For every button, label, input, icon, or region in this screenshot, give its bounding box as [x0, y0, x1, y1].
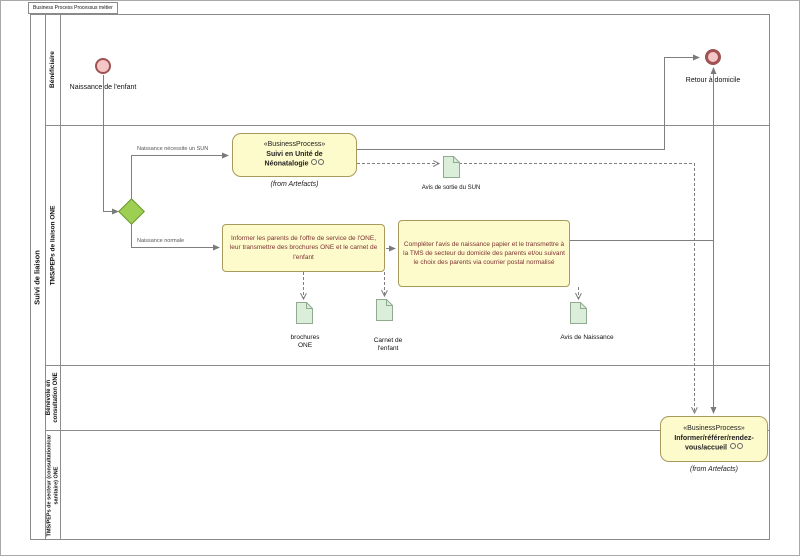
- process-marker-icon: [729, 443, 744, 452]
- task-suivi-sun-stereotype: «BusinessProcess»: [263, 141, 326, 149]
- flow-sun-to-end: [357, 54, 700, 150]
- pool-label: Suivi de liaison: [32, 249, 42, 305]
- end-event-label: Retour à domicile: [685, 77, 741, 84]
- document-icon: [443, 156, 460, 178]
- flow-gateway-to-informer: [131, 222, 220, 251]
- diagram-tab-label: Business Process Processus métier: [33, 5, 113, 11]
- task-suivi-sun-name-row: Suivi en Unité de Néonatalogie: [244, 150, 346, 169]
- start-event-label: Naissance de l'enfant: [69, 84, 137, 91]
- document-brochures[interactable]: [296, 302, 313, 324]
- flow-label-normal: Naissance normale: [137, 238, 185, 244]
- lane-label-benevole: Bénévole en consultation ONE: [45, 372, 59, 423]
- flow-gateway-to-sun: [131, 152, 229, 200]
- document-avis-naissance-label: Avis de Naissance: [560, 334, 614, 341]
- document-icon: [376, 299, 393, 321]
- end-event[interactable]: [705, 49, 721, 65]
- document-avis-naissance[interactable]: [570, 302, 587, 324]
- diagram-tab[interactable]: Business Process Processus métier: [28, 2, 118, 14]
- document-icon: [570, 302, 587, 324]
- lane-label-beneficiaire: Bénéficiaire: [48, 51, 56, 88]
- document-icon: [296, 302, 313, 324]
- task-completer-avis[interactable]: Compléter l'avis de naissance papier et …: [398, 220, 570, 287]
- process-marker-icon: [310, 159, 325, 168]
- document-carnet-label: Carnet de l'enfant: [373, 337, 403, 353]
- flow-completer-to-end: [570, 67, 717, 241]
- task-completer-avis-name: Compléter l'avis de naissance papier et …: [403, 240, 565, 267]
- task-suivi-sun-name: Suivi en Unité de Néonatalogie: [264, 151, 323, 168]
- task-accueil-name-row: Informer/référer/rendez-vous/accueil: [665, 434, 763, 453]
- document-avis-sortie-sun[interactable]: [443, 156, 460, 178]
- start-event[interactable]: [95, 58, 111, 74]
- task-suivi-sun[interactable]: «BusinessProcess» Suivi en Unité de Néon…: [232, 133, 357, 177]
- document-carnet[interactable]: [376, 299, 393, 321]
- flow-start-to-gateway: [103, 75, 119, 215]
- task-accueil-origin: (from Artefacts): [690, 466, 738, 473]
- document-brochures-label: brochures ONE: [290, 334, 320, 350]
- task-informer-parents-name: Informer les parents de l'offre de servi…: [229, 235, 378, 261]
- lane-label-tms-liaison: TMS/PEPs de liaison ONE: [48, 205, 56, 285]
- task-accueil[interactable]: «BusinessProcess» Informer/référer/rende…: [660, 416, 768, 462]
- task-suivi-sun-origin: (from Artefacts): [270, 181, 319, 188]
- document-avis-sortie-sun-label: Avis de sortie du SUN: [421, 185, 481, 191]
- task-accueil-stereotype: «BusinessProcess»: [683, 425, 745, 433]
- link-avis-sortie-to-accueil: [459, 163, 695, 414]
- flow-label-sun: Naissance nécessite un SUN: [137, 146, 209, 152]
- lane-label-tms-secteur: TMS/PEPs de secteur (consultation/car sa…: [46, 433, 59, 537]
- task-informer-parents[interactable]: Informer les parents de l'offre de servi…: [222, 224, 385, 272]
- task-accueil-name: Informer/référer/rendez-vous/accueil: [674, 435, 754, 452]
